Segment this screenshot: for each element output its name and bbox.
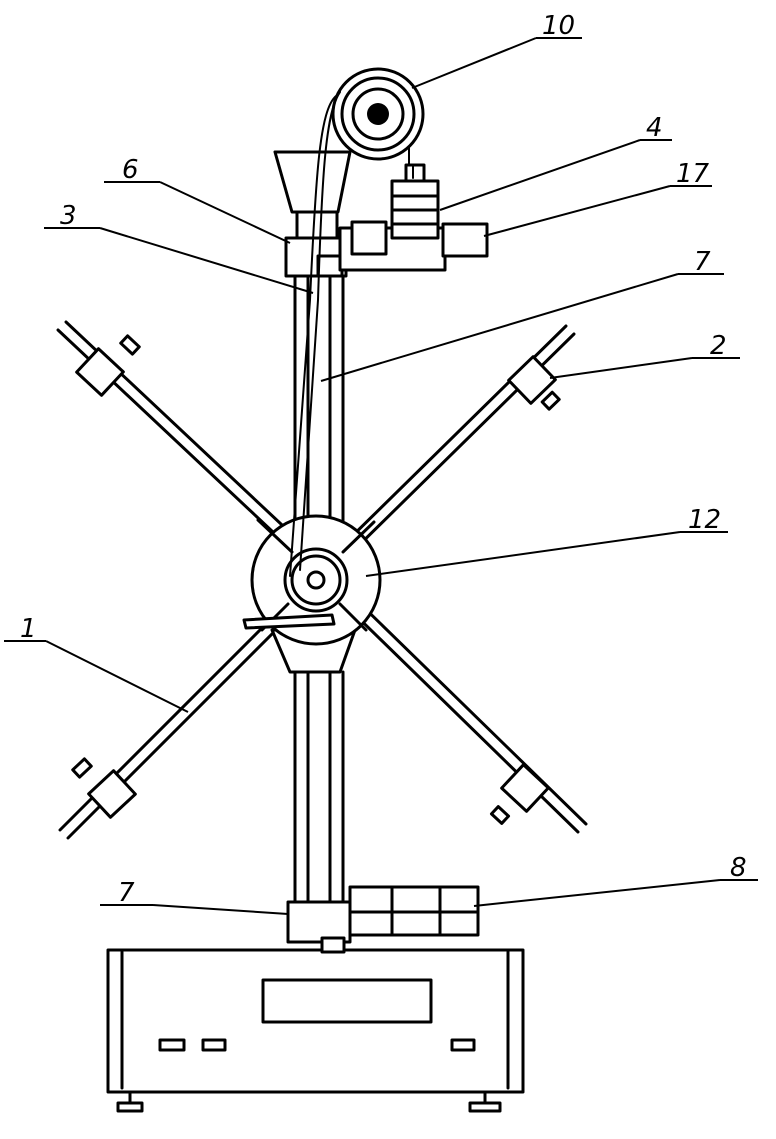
base-button: [450, 1038, 476, 1052]
leader-lines: [4, 37, 758, 915]
labels: 10 4 17 6 3 7 2 12 1 8 7: [20, 11, 747, 908]
block-17: [441, 222, 489, 258]
display-window: [261, 978, 433, 1024]
label-7-upper: 7: [694, 247, 711, 277]
label-2: 2: [710, 331, 727, 361]
funnel: [273, 150, 352, 214]
label-8: 8: [730, 853, 747, 883]
label-7-lower: 7: [118, 878, 135, 908]
label-17: 17: [676, 159, 710, 189]
label-1: 1: [20, 614, 37, 644]
label-3: 3: [60, 201, 77, 231]
lower-clamp: [286, 885, 480, 954]
pulley: [331, 67, 425, 161]
thread: [289, 91, 341, 577]
label-6: 6: [122, 155, 139, 185]
base-button: [201, 1038, 227, 1052]
label-4: 4: [646, 113, 663, 143]
central-disc: [242, 514, 382, 646]
arm-weights: [71, 334, 561, 825]
upper-clamp: [273, 150, 489, 278]
label-10: 10: [542, 11, 575, 41]
base-unit: [106, 948, 525, 1113]
weight-stack: [390, 134, 440, 240]
label-12: 12: [688, 505, 721, 535]
base-button: [158, 1038, 186, 1052]
